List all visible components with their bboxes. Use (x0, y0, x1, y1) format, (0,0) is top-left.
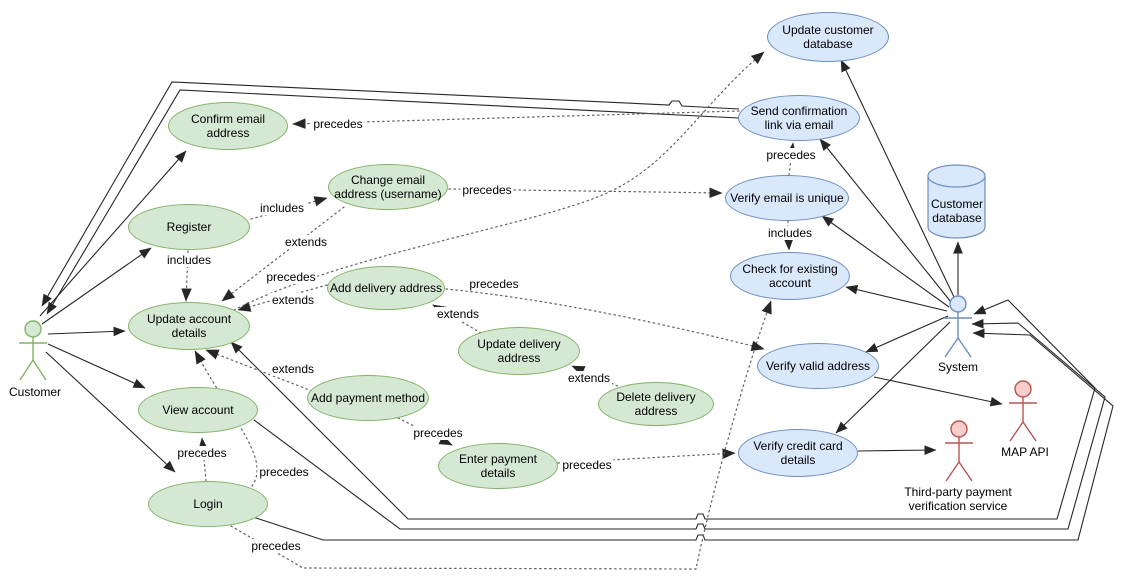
third-party-actor-label: Third-party payment verification service (904, 485, 1012, 514)
edge-system-update-db (840, 59, 955, 298)
use-case-add-delivery[interactable]: Add delivery address (327, 266, 445, 310)
map-api-actor-head (1014, 380, 1032, 398)
customer-actor-body (19, 337, 47, 381)
edge-view-account-system-routed (253, 318, 1106, 530)
use-case-verify-cc[interactable]: Verify credit card details (738, 429, 858, 477)
customer-actor-figure[interactable] (19, 320, 47, 381)
edge-add-delivery-precedes-verify-address (445, 288, 765, 351)
use-case-confirm-email[interactable]: Confirm email address (168, 102, 288, 150)
use-case-delete-delivery[interactable]: Delete delivery address (598, 382, 714, 426)
edge-system-verify-address (865, 315, 949, 353)
edge-label-precedes-verify-address: precedes (467, 277, 521, 291)
use-case-update-delivery[interactable]: Update delivery address (458, 327, 580, 375)
use-case-verify-address[interactable]: Verify valid address (757, 343, 879, 389)
edge-label-includes-check-existing: includes (765, 226, 815, 240)
customer-actor-head (24, 320, 42, 338)
use-case-send-confirm[interactable]: Send confirmation link via email (738, 95, 860, 141)
third-party-actor-figure[interactable] (945, 420, 973, 482)
edge-system-verify-email (821, 215, 950, 308)
edge-label-precedes-update-account: precedes (257, 465, 311, 479)
edge-login-precedes-update-account (194, 350, 258, 487)
use-case-enter-payment[interactable]: Enter payment details (438, 443, 558, 489)
edge-label-precedes-enter-payment: precedes (411, 426, 465, 440)
edge-label-precedes-view-account: precedes (175, 446, 229, 460)
use-case-verify-email[interactable]: Verify email is unique (725, 175, 849, 221)
system-actor-label: System (937, 360, 979, 374)
edge-label-precedes-check-existing: precedes (249, 539, 303, 553)
map-api-actor-figure[interactable] (1009, 380, 1037, 442)
edge-customer-register (41, 247, 152, 325)
edge-customer-update-account (47, 326, 126, 337)
edge-update-account-system-routed (230, 299, 1096, 520)
edge-send-confirm-customer (41, 81, 740, 307)
edge-customer-confirm-email (39, 150, 187, 317)
edge-add-payment-extends-update-account (205, 349, 313, 392)
customer-actor-label: Customer (8, 385, 62, 399)
edge-update-account-precedes-update-db (233, 51, 765, 311)
edge-label-precedes-verify-email: precedes (460, 183, 514, 197)
use-case-add-payment[interactable]: Add payment method (307, 375, 429, 421)
solid-associations (39, 59, 1114, 541)
edge-label-extends-add-delivery: extends (269, 293, 317, 307)
edge-label-extends-add-payment: extends (269, 362, 317, 376)
edge-label-extends-update-delivery: extends (434, 307, 482, 321)
edge-label-precedes-update-db: precedes (264, 270, 318, 284)
edge-customer-login (45, 351, 176, 473)
use-case-view-account[interactable]: View account (138, 387, 258, 433)
edge-change-email-extends-update-account (221, 206, 345, 302)
edge-label-precedes-send-confirm: precedes (764, 148, 818, 162)
edge-verify-address-map-api (873, 376, 1003, 407)
use-case-login[interactable]: Login (148, 481, 268, 527)
map-api-actor-body (1009, 397, 1037, 442)
use-case-change-email[interactable]: Change email address (username) (328, 164, 448, 210)
edge-label-includes-update-account: includes (164, 253, 214, 267)
edge-label-extends-change-email: extends (282, 235, 330, 249)
edge-label-precedes-confirm-email: precedes (311, 117, 365, 131)
use-case-register[interactable]: Register (128, 204, 250, 250)
use-case-check-existing[interactable]: Check for existing account (730, 252, 850, 300)
cylinder-sides (927, 176, 986, 227)
third-party-actor-head (950, 420, 968, 438)
edge-verify-cc-third-party (857, 445, 937, 455)
system-actor-figure[interactable] (944, 295, 972, 358)
edge-login-precedes-check-existing-routed (230, 300, 772, 570)
edge-register-includes-update-account (181, 250, 192, 302)
customer-database-cylinder[interactable] (927, 164, 986, 239)
edge-login-system-routed (249, 328, 1114, 541)
edge-send-confirm-precedes-confirm-email (292, 110, 740, 129)
customer-database-label: Customer database (930, 197, 984, 225)
edge-delete-delivery-extends-update-delivery (571, 365, 623, 389)
edge-send-confirm-customer-2 (46, 89, 740, 315)
use-case-update-account[interactable]: Update account details (128, 302, 250, 350)
edge-label-precedes-verify-cc: precedes (560, 458, 614, 472)
edge-customer-view-account (47, 343, 146, 389)
edge-system-send-confirm (819, 138, 952, 303)
system-actor-head (949, 295, 967, 313)
use-case-update-db[interactable]: Update customer database (767, 12, 889, 62)
cylinder-top (927, 164, 986, 188)
third-party-actor-body (945, 437, 973, 482)
system-actor-body (944, 312, 972, 358)
map-api-actor-label: MAP API (1001, 445, 1049, 459)
edge-label-extends-delete-delivery: extends (565, 371, 613, 385)
edge-system-check-existing (845, 284, 948, 312)
edge-label-includes-change-email: includes (257, 201, 307, 215)
